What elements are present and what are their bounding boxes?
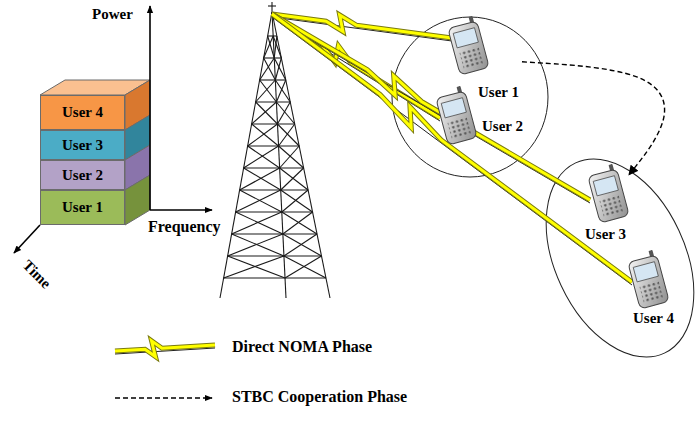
link-line	[272, 17, 590, 203]
tower-strut	[224, 256, 284, 278]
tower-strut	[248, 145, 300, 146]
tower-strut	[285, 256, 321, 278]
tower-strut	[277, 102, 290, 124]
noma-links	[272, 14, 632, 285]
power-level-block: User 3	[40, 130, 125, 160]
tower-strut	[252, 102, 277, 124]
tower-strut	[228, 234, 283, 256]
tower-strut	[264, 58, 276, 80]
user-label: User 4	[62, 104, 103, 121]
legend-samples	[115, 341, 215, 398]
axis-label: Power	[92, 6, 133, 23]
tower-strut	[240, 189, 308, 190]
tower-strut	[240, 168, 280, 190]
user-label: User 4	[633, 310, 677, 327]
axes	[14, 6, 212, 253]
legend-text: STBC Cooperation Phase	[232, 388, 407, 406]
tower-strut	[256, 80, 276, 102]
tower-strut	[282, 190, 308, 212]
tower-strut	[280, 168, 308, 190]
tower-strut	[260, 58, 275, 80]
tower-strut	[281, 168, 304, 190]
tower-strut	[279, 124, 295, 146]
tower-strut	[260, 79, 286, 80]
tower-strut	[256, 101, 291, 102]
tower-strut	[232, 233, 317, 234]
tower-strut	[276, 102, 294, 124]
tower-strut	[244, 167, 304, 168]
user-phone: User 2	[438, 88, 523, 144]
tower-strut	[279, 146, 304, 168]
user-label: User 2	[482, 118, 567, 135]
tower-strut	[240, 190, 282, 212]
tower-strut	[275, 58, 281, 80]
phone-icon	[590, 166, 626, 222]
lightning-bolt	[272, 14, 632, 282]
legend-text: Direct NOMA Phase	[232, 338, 372, 356]
tower-strut	[282, 212, 317, 234]
phone-icon	[438, 88, 474, 144]
user-label: User 2	[62, 167, 103, 184]
tower-strut	[264, 57, 282, 58]
tower-strut	[228, 255, 322, 256]
tower-strut	[273, 36, 281, 58]
phone-icon	[450, 18, 486, 74]
tower-strut	[236, 211, 313, 212]
tower-strut	[277, 124, 299, 146]
bolt-outline	[115, 341, 215, 357]
axis-label: Frequency	[148, 218, 221, 236]
tower-strut	[236, 212, 283, 234]
tower-strut	[281, 190, 313, 212]
cooperation-arrow	[522, 62, 665, 175]
tower-strut	[283, 212, 313, 234]
axis-label: Time	[19, 257, 54, 292]
tower-strut	[283, 234, 322, 256]
tower-strut	[275, 80, 290, 102]
tower-strut	[248, 146, 280, 168]
lightning-bolt	[272, 14, 590, 200]
tower-strut	[274, 58, 286, 80]
tower-strut	[256, 102, 278, 124]
tower-strut	[271, 2, 272, 12]
tower-strut	[268, 35, 277, 36]
tower-strut	[252, 123, 295, 124]
phone-icon	[630, 252, 666, 308]
power-level-block: User 4	[40, 95, 125, 130]
tower-strut	[232, 234, 284, 256]
tower-strut	[244, 146, 279, 168]
bolt-outline	[272, 14, 632, 282]
lightning-bolt	[115, 341, 215, 357]
user-label: User 1	[478, 84, 547, 101]
tower-strut	[274, 36, 277, 58]
tower-strut	[260, 80, 277, 102]
legend-dashed-arrow	[115, 397, 212, 398]
user-label: User 3	[585, 226, 626, 243]
tower-strut	[232, 212, 282, 234]
stack-shading	[40, 80, 150, 225]
user-phone: User 3	[585, 166, 626, 243]
tower-strut	[224, 277, 326, 278]
user-phone: User 4	[630, 252, 674, 327]
tower-strut	[272, 12, 286, 298]
tower-strut	[284, 256, 326, 278]
tower-strut	[284, 234, 317, 256]
tower-strut	[280, 146, 300, 168]
power-level-block: User 2	[40, 160, 125, 190]
tower-strut	[248, 124, 278, 146]
user-label: User 1	[62, 199, 103, 216]
bolt-outline	[272, 14, 590, 200]
tower-strut	[276, 80, 285, 102]
power-level-block: User 1	[40, 190, 125, 225]
tower-strut	[236, 190, 281, 212]
tower-strut	[268, 5, 276, 6]
tower-strut	[252, 124, 279, 146]
tower-strut	[264, 36, 274, 58]
tower-strut	[244, 168, 281, 190]
user-label: User 3	[62, 137, 103, 154]
